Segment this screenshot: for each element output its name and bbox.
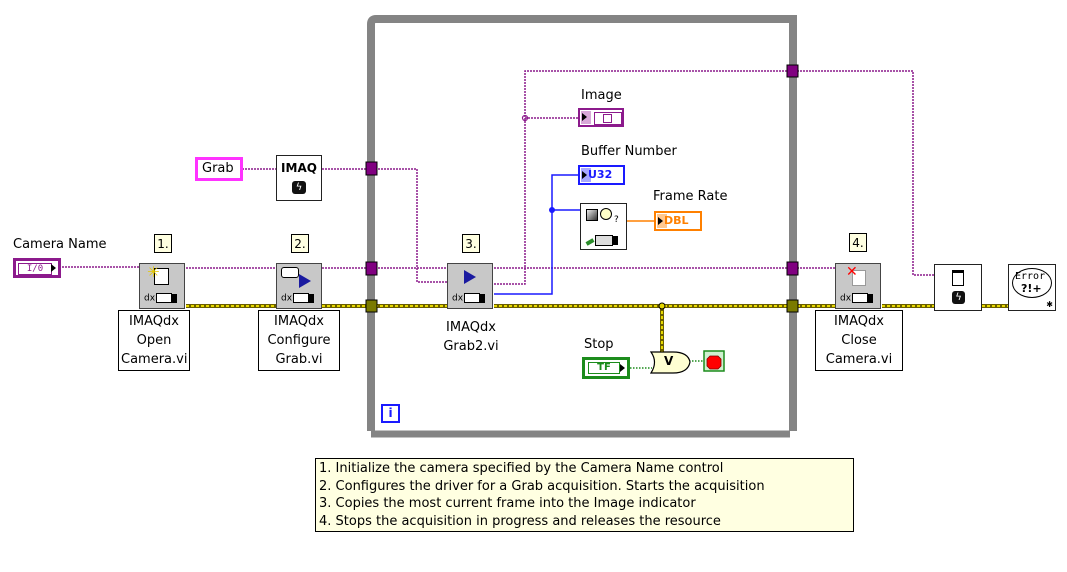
input-arrow-icon (658, 217, 663, 225)
stop-control[interactable]: TF (582, 357, 630, 379)
imaqdx-grab2-caption: IMAQdx Grab2.vi (443, 320, 499, 354)
input-arrow-icon (582, 171, 587, 179)
buffer-number-indicator[interactable]: U32 (578, 165, 625, 185)
step-tag-2: 2. (291, 234, 309, 253)
type-tag: DBL (664, 214, 689, 227)
error-text: Error (1015, 271, 1046, 282)
output-arrow-icon (51, 264, 56, 272)
grab-constant-value: Grab (202, 161, 234, 176)
type-tag: I/0 (18, 263, 52, 275)
comment-line: 4. Stops the acquisition in progress and… (319, 513, 721, 529)
buffer-number-label: Buffer Number (581, 144, 677, 159)
or-gate[interactable] (649, 351, 691, 374)
frame-rate-indicator[interactable]: DBL (654, 211, 702, 231)
comment-box: 1. Initialize the camera specified by th… (315, 458, 854, 532)
iteration-terminal[interactable]: i (381, 404, 400, 423)
grab-constant[interactable]: Grab (195, 157, 243, 181)
camera-icon: dx (281, 293, 315, 304)
play-icon (299, 274, 311, 288)
while-loop-border[interactable] (367, 15, 797, 438)
trash-icon (952, 270, 964, 286)
speech-bubble-icon (1012, 268, 1052, 298)
image-indicator[interactable] (578, 108, 624, 127)
frame-rate-calc-vi[interactable]: ? (580, 203, 627, 250)
input-arrow-icon (582, 113, 587, 121)
imaqdx-configure-grab-caption: IMAQdx Configure Grab.vi (258, 310, 340, 371)
lightning-icon: ϟ (292, 181, 306, 194)
imaqdx-open-camera-caption: IMAQdx Open Camera.vi (118, 310, 190, 371)
imaqdx-configure-grab-vi[interactable]: dx (276, 263, 322, 309)
loop-tunnels (365, 64, 799, 313)
asterisk-icon: ✱ (1046, 300, 1053, 309)
gradient-square-icon (586, 209, 598, 221)
sparkle-icon: ✳ (147, 263, 160, 281)
tunnel-imaq-create (365, 161, 378, 176)
tunnel-session-out (786, 261, 799, 276)
output-arrow-icon (620, 364, 625, 372)
comment-line: 2. Configures the driver for a Grab acqu… (319, 478, 765, 494)
or-gate-label: V (664, 354, 674, 368)
play-icon (464, 270, 476, 284)
close-x-icon: ✕ (846, 264, 858, 280)
imaq-session-wire[interactable] (62, 70, 934, 285)
error-symbols: ?!+ (1021, 282, 1042, 295)
stopwatch-icon (600, 208, 612, 220)
imaqdx-grab2-vi[interactable]: dx (447, 263, 493, 309)
step-tag-3: 3. (462, 234, 480, 253)
error-cluster-wire[interactable] (186, 304, 1008, 352)
camera-icon (585, 233, 618, 248)
camera-name-control[interactable]: I/0 (13, 258, 61, 278)
question-icon: ? (614, 215, 619, 225)
stop-condition-terminal[interactable] (703, 350, 725, 372)
stop-label: Stop (584, 337, 614, 352)
tunnel-error-out (786, 299, 799, 313)
imaqdx-close-camera-vi[interactable]: ✕ dx (835, 263, 881, 309)
wrench-icon (281, 267, 299, 278)
type-tag: U32 (588, 168, 613, 181)
lightning-icon: ϟ (952, 291, 965, 304)
step-tag-1: 1. (154, 234, 172, 253)
camera-name-label: Camera Name (13, 237, 107, 252)
wire-junction (521, 114, 529, 122)
wire-junction (549, 207, 555, 213)
frame-rate-label: Frame Rate (653, 189, 728, 204)
imaq-dispose-vi[interactable]: ϟ (934, 264, 982, 311)
new-session-icon (154, 268, 169, 285)
imaq-create-vi[interactable]: IMAQ ϟ (276, 155, 322, 201)
imaqdx-open-camera-vi[interactable]: ✳ dx (139, 263, 185, 309)
image-file-icon (603, 114, 612, 123)
type-tag: TF (588, 362, 620, 374)
camera-icon: dx (840, 293, 874, 304)
imaq-create-label: IMAQ (281, 161, 317, 175)
comment-line: 1. Initialize the camera specified by th… (319, 461, 724, 476)
camera-icon: dx (144, 293, 178, 304)
imaqdx-close-camera-caption: IMAQdx Close Camera.vi (815, 310, 903, 371)
comment-line: 3. Copies the most current frame into th… (319, 496, 696, 511)
step-tag-4: 4. (849, 233, 867, 252)
wire-junction (658, 302, 666, 310)
document-icon (852, 270, 866, 286)
tunnel-error-in (365, 299, 378, 313)
camera-icon: dx (452, 293, 486, 304)
buffer-number-wire[interactable] (494, 174, 580, 295)
simple-error-handler-vi[interactable]: Error ?!+ ✱ (1008, 264, 1056, 311)
image-label: Image (581, 88, 622, 103)
image-type-box (594, 112, 622, 125)
tunnel-session-in (365, 261, 378, 276)
tunnel-image-out (786, 64, 799, 78)
